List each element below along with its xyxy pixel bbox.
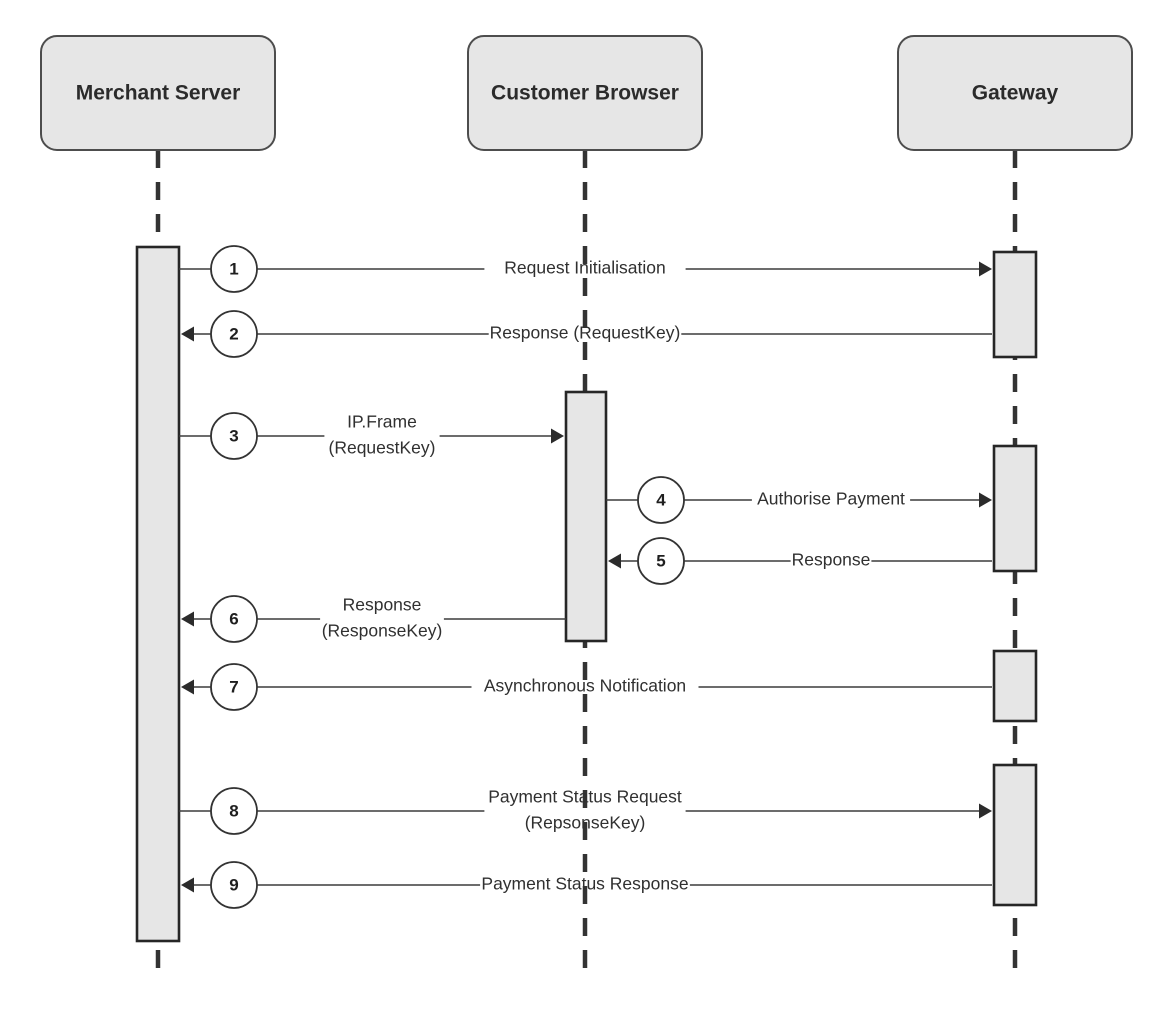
- message-arrowhead-7: [181, 679, 194, 695]
- message-arrowhead-4: [979, 492, 992, 508]
- message-arrowhead-9: [181, 877, 194, 893]
- activation-bar-gateway-1: [992, 250, 1038, 359]
- message-7[interactable]: 7 Asynchronous Notification: [181, 663, 992, 711]
- participant-box-merchant-server[interactable]: [40, 35, 276, 151]
- message-5[interactable]: 5 Response: [608, 537, 992, 585]
- message-arrowhead-6: [181, 611, 194, 627]
- sequence-number-2: 2: [229, 324, 238, 343]
- message-label-7: Asynchronous Notification: [484, 676, 686, 696]
- sequence-number-6: 6: [229, 609, 238, 628]
- message-3[interactable]: 3 IP.Frame (RequestKey): [179, 412, 564, 460]
- message-label-2: Response (RequestKey): [490, 323, 681, 343]
- message-6[interactable]: 6 Response (ResponseKey): [181, 595, 566, 643]
- activation-bar-merchant-server-1: [135, 245, 181, 943]
- message-label-3: (RequestKey): [329, 438, 436, 458]
- message-1[interactable]: 1 Request Initialisation: [179, 245, 992, 293]
- participant-label-gateway: Gateway: [972, 82, 1059, 105]
- message-4[interactable]: 4 Authorise Payment: [606, 476, 992, 524]
- sequence-number-3: 3: [229, 426, 238, 445]
- sequence-badge-1[interactable]: [210, 245, 258, 293]
- message-label-5: Response: [792, 550, 871, 570]
- message-label-8: (RepsonseKey): [525, 813, 646, 833]
- activation-bar-customer-browser-1: [564, 390, 608, 643]
- message-label-1: Request Initialisation: [504, 258, 665, 278]
- message-arrowhead-3: [551, 428, 564, 444]
- participant-customer-browser[interactable]: Customer Browser: [467, 35, 703, 151]
- participants-layer: Merchant Server Customer Browser Gateway: [40, 35, 1133, 151]
- sequence-badge-8[interactable]: [210, 787, 258, 835]
- sequence-badge-2[interactable]: [210, 310, 258, 358]
- message-arrowhead-8: [979, 803, 992, 819]
- activation-bar-gateway-2: [992, 444, 1038, 573]
- activation-bar-gateway-3: [992, 649, 1038, 723]
- sequence-badge-7[interactable]: [210, 663, 258, 711]
- message-arrowhead-2: [181, 326, 194, 342]
- message-8[interactable]: 8 Payment Status Request (RepsonseKey): [179, 787, 992, 835]
- message-label-9: Payment Status Response: [481, 874, 688, 894]
- message-label-4: Authorise Payment: [757, 489, 905, 509]
- message-label-8: Payment Status Request: [488, 787, 682, 807]
- message-arrowhead-5: [608, 553, 621, 569]
- participant-box-gateway[interactable]: [897, 35, 1133, 151]
- participant-label-customer-browser: Customer Browser: [491, 82, 679, 105]
- sequence-number-8: 8: [229, 801, 238, 820]
- participant-gateway[interactable]: Gateway: [897, 35, 1133, 151]
- participant-box-customer-browser[interactable]: [467, 35, 703, 151]
- sequence-badge-9[interactable]: [210, 861, 258, 909]
- sequence-number-7: 7: [229, 677, 238, 696]
- sequence-badge-5[interactable]: [637, 537, 685, 585]
- participant-merchant-server[interactable]: Merchant Server: [40, 35, 276, 151]
- sequence-badge-6[interactable]: [210, 595, 258, 643]
- message-2[interactable]: 2 Response (RequestKey): [181, 310, 992, 358]
- message-label-6: (ResponseKey): [322, 621, 443, 641]
- sequence-badge-3[interactable]: [210, 412, 258, 460]
- activation-bar-gateway-4: [992, 763, 1038, 907]
- sequence-number-4: 4: [656, 490, 666, 509]
- participant-label-merchant-server: Merchant Server: [76, 82, 241, 105]
- activations-layer: [135, 245, 1038, 943]
- sequence-number-1: 1: [229, 259, 238, 278]
- message-label-6: Response: [343, 595, 422, 615]
- message-9[interactable]: 9 Payment Status Response: [181, 861, 992, 909]
- sequence-number-5: 5: [656, 551, 665, 570]
- sequence-badge-4[interactable]: [637, 476, 685, 524]
- message-label-3: IP.Frame: [347, 412, 417, 432]
- message-arrowhead-1: [979, 261, 992, 277]
- sequence-number-9: 9: [229, 875, 238, 894]
